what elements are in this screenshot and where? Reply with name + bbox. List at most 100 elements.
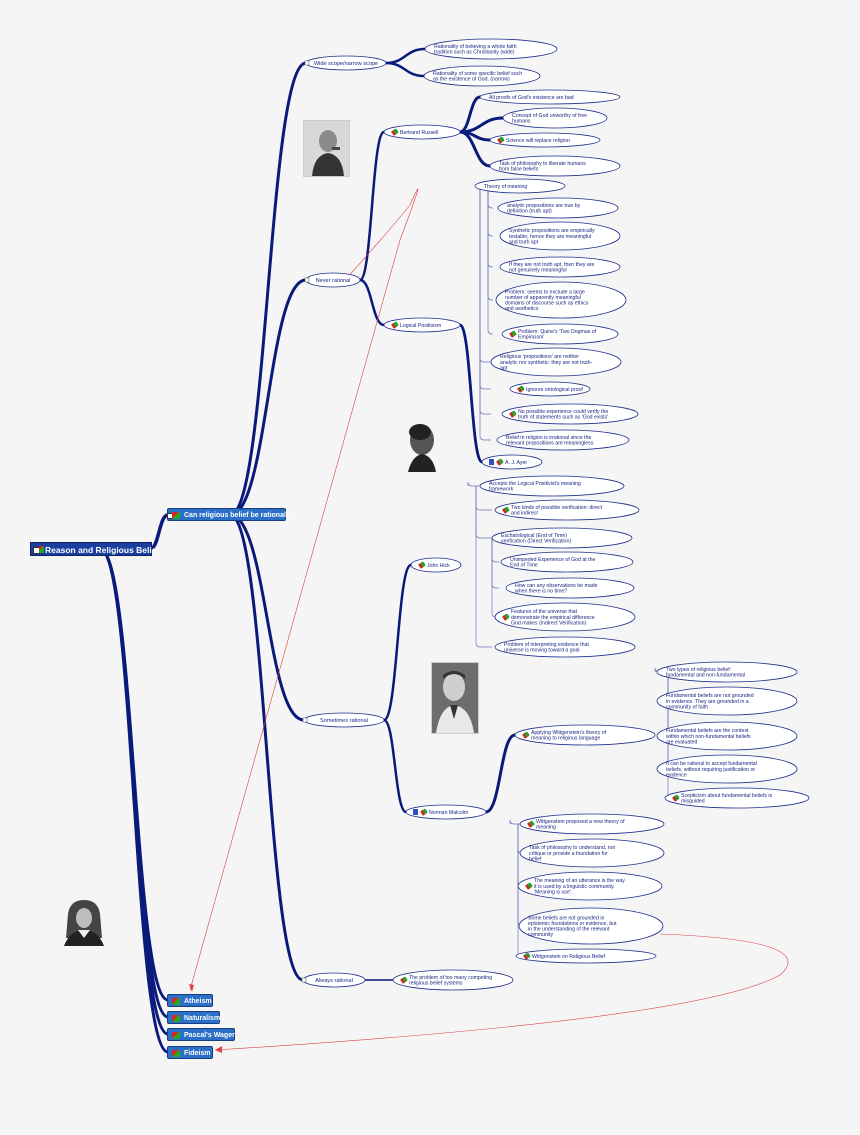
map-node-text: meaning (536, 825, 556, 831)
map-node-shape (656, 661, 798, 683)
collapse-icon[interactable] (301, 977, 307, 983)
map-node[interactable]: Two types of religious belief:fundamenta… (656, 661, 798, 683)
map-node[interactable]: Problem: Quine's 'Two Dogmas ofEmpiricis… (501, 323, 619, 345)
tree-edge (487, 186, 493, 301)
map-node-shape (489, 132, 601, 148)
level2-node[interactable]: Sometimes rational (302, 712, 385, 728)
map-node[interactable]: analytic propositions are true bydefinit… (497, 197, 619, 219)
map-node-text: Wittgenstein on Religious Belief (532, 954, 606, 960)
collapse-icon[interactable] (302, 717, 308, 723)
map-node-text: Some beliefs are not grounded in (528, 915, 605, 921)
branch-pascals-wager[interactable]: Pascal's Wager (167, 1028, 235, 1041)
map-node-text: Belief in religion is irrational since t… (506, 435, 591, 441)
map-node[interactable]: If they are not truth apt, then they are… (499, 256, 621, 278)
pencil-tip-icon (420, 810, 426, 816)
tree-edge (475, 486, 492, 539)
map-node[interactable]: John Hick (410, 557, 462, 573)
pencil-icon (172, 512, 180, 519)
tree-edge (487, 186, 493, 335)
branch-label: Atheism (184, 998, 212, 1005)
map-node[interactable]: Norman Malcolm (405, 804, 487, 820)
level2-node[interactable]: Wide scope/narrow scope (304, 55, 387, 71)
map-node-text: Features of the universe that (511, 609, 578, 615)
map-node-text: religious belief systems (409, 981, 463, 987)
map-node[interactable]: Problem: seems to exclude a largenumber … (495, 281, 627, 319)
map-node-text: apt (500, 365, 508, 371)
map-node[interactable]: Science will replace religion (489, 132, 601, 148)
map-node-text: truth of statements such as 'God exists' (518, 415, 608, 421)
map-node-text: Wittgenstein proposed a new theory of (536, 819, 625, 825)
map-node-shape (515, 948, 657, 964)
tree-edge (517, 824, 523, 854)
map-node[interactable]: Rationality of some specific belief such… (423, 65, 541, 87)
map-node[interactable]: Logical Positivism (383, 317, 461, 333)
map-node[interactable]: Theory of meaning (474, 178, 566, 194)
map-node[interactable]: Eschatological (End of Time)verification… (491, 527, 633, 549)
map-node-shape (481, 454, 543, 470)
map-node[interactable]: Applying Wittgenstein's theory ofmeaning… (514, 724, 656, 746)
map-node[interactable]: Scepticism about fundamental beliefs ism… (664, 787, 810, 809)
map-node[interactable]: Problem of interpreting evidence thatuni… (494, 636, 636, 658)
level2-node-label: Wide scope/narrow scope (314, 61, 378, 67)
collapse-icon[interactable] (304, 277, 310, 283)
map-node[interactable]: A. J. Ayer (481, 454, 543, 470)
branch-edge (382, 718, 408, 814)
arrow-head-icon (215, 1046, 222, 1053)
map-node-text: The meaning of an utterance is the way (534, 878, 625, 884)
map-node[interactable]: Belief in religion is irrational since t… (496, 429, 630, 451)
map-node-text: Problem of interpreting evidence that (504, 642, 589, 648)
map-node-text: Two types of religious belief: (666, 667, 731, 673)
level2-node[interactable]: Always rational (301, 972, 366, 988)
level2-node[interactable]: Never rational (304, 272, 361, 288)
map-node[interactable]: The meaning of an utterance is the wayit… (517, 871, 663, 901)
map-node[interactable]: Some beliefs are not grounded inepistemi… (518, 907, 664, 945)
map-node-text: community of faith (666, 704, 708, 710)
map-node[interactable]: Bertrand Russell (383, 124, 461, 140)
pascal-photo (62, 898, 106, 946)
map-node-text: All proofs of God's existence are bad (489, 95, 574, 101)
map-node[interactable]: Religious 'propositions' are neitheranal… (490, 347, 622, 377)
pencil-tip-icon (400, 978, 406, 984)
pencil-icon (172, 1032, 180, 1039)
branch-atheism[interactable]: Atheism (167, 994, 213, 1007)
map-node-text: demonstrate the empirical difference (511, 615, 595, 621)
pencil-tip-icon (525, 884, 531, 890)
map-node[interactable]: Accepts the Logical Positivist's meaning… (479, 475, 625, 497)
map-node[interactable]: Two kinds of possible verification: dire… (494, 499, 640, 521)
map-node[interactable]: Synthetic propositions are empiricallyte… (499, 221, 621, 251)
map-node[interactable]: Wittgenstein on Religious Belief (515, 948, 657, 964)
map-node[interactable]: All proofs of God's existence are bad (479, 89, 621, 105)
map-node[interactable]: Wittgenstein proposed a new theory ofmea… (519, 813, 665, 835)
branch-can-religious-belief-be-rational[interactable]: Can religious belief be rational? (167, 508, 290, 521)
map-node[interactable]: Task of philosophy to liberate humansfro… (489, 155, 621, 177)
map-node[interactable]: No possible experience could verify thet… (501, 403, 639, 425)
map-node[interactable]: Task of philosophy to understand, notcri… (519, 838, 665, 868)
map-node-text: analytic nor synthetic: they are not tru… (500, 360, 593, 366)
tree-edge (665, 672, 673, 770)
branch-naturalism[interactable]: Naturalism (167, 1011, 220, 1024)
tree-edge (467, 481, 480, 487)
pencil-tip-icon (502, 508, 508, 514)
map-node-shape (383, 124, 461, 140)
map-node[interactable]: Fundamental beliefs are the contextwithi… (656, 721, 798, 751)
map-node[interactable]: Features of the universe thatdemonstrate… (494, 602, 636, 632)
map-node-shape (505, 577, 635, 599)
map-node-text: How can any observations be made (515, 583, 598, 589)
map-node-shape (392, 969, 514, 991)
map-node-shape (656, 686, 798, 716)
map-node-text: Task of philosophy to liberate humans (499, 161, 586, 167)
map-node-shape (424, 38, 558, 60)
map-node[interactable]: Rationality of believing a whole faithtr… (424, 38, 558, 60)
collapse-icon[interactable] (304, 60, 310, 66)
map-node[interactable]: The problem of too many competingreligio… (392, 969, 514, 991)
root-node[interactable]: Reason and Religious Belief (30, 542, 159, 556)
branch-edge (384, 47, 427, 65)
pencil-tip-icon (522, 733, 528, 739)
map-node[interactable]: It can be rational to accept fundamental… (656, 754, 798, 784)
map-node[interactable]: Ignores ontological proof (509, 381, 591, 397)
branch-fideism[interactable]: Fideism (167, 1046, 213, 1059)
